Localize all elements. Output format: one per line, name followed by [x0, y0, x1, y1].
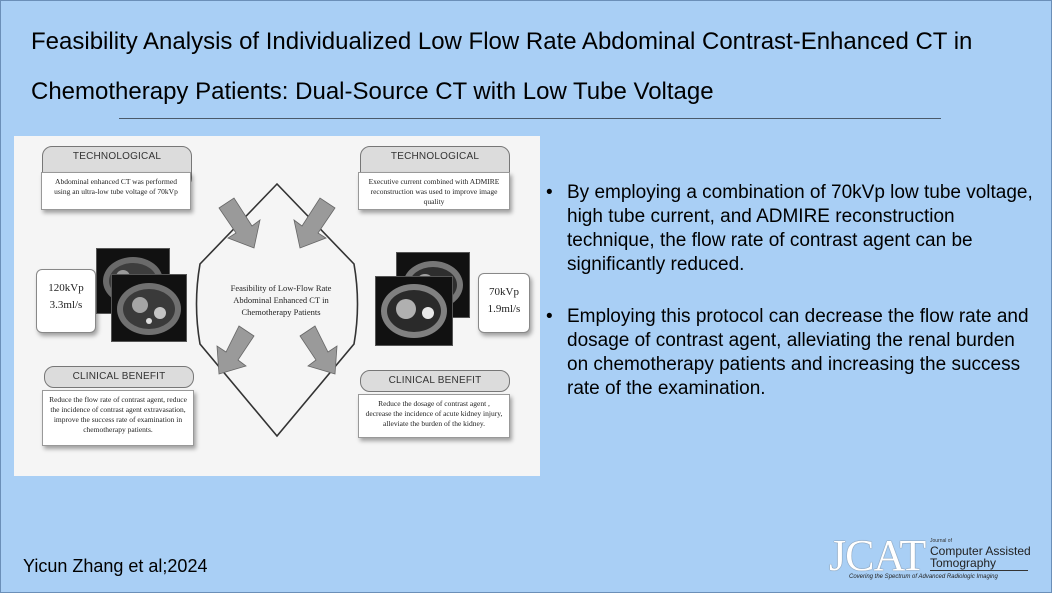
- top-left-body: Abdominal enhanced CT was performed usin…: [41, 172, 191, 210]
- slide-title: Feasibility Analysis of Individualized L…: [31, 28, 973, 105]
- bullet-marker: •: [546, 306, 553, 327]
- logo-underline: [930, 570, 1028, 571]
- arrow-bottom-left: [216, 325, 255, 375]
- title-divider: [119, 118, 941, 119]
- bullet-text: By employing a combination of 70kVp low …: [567, 182, 1033, 275]
- arrow-top-right: [293, 197, 336, 249]
- arrow-bottom-right: [299, 325, 338, 375]
- left-protocol-kvp: 120kVp: [48, 282, 84, 294]
- bottom-left-header: CLINICAL BENEFIT: [44, 366, 194, 388]
- top-right-body: Executive current combined with ADMIRE r…: [358, 172, 510, 210]
- bullet-marker: •: [546, 182, 553, 203]
- bullet-item: • Employing this protocol can decrease t…: [546, 305, 1036, 401]
- logo-journal-name: Computer Assisted Tomography: [930, 545, 1031, 569]
- ct-image-120kvp-front: [111, 274, 187, 342]
- arrow-top-left: [218, 197, 261, 249]
- logo-name-line2: Tomography: [930, 556, 997, 570]
- diamond-outline: [195, 182, 359, 438]
- ct-image-70kvp-front: [375, 276, 453, 346]
- bullet-item: • By employing a combination of 70kVp lo…: [546, 181, 1036, 277]
- logo-name-line1: Computer Assisted: [930, 544, 1031, 558]
- bottom-right-body: Reduce the dosage of contrast agent , de…: [358, 394, 510, 438]
- logo-wordmark: JCAT: [829, 531, 926, 580]
- right-protocol-box: 70kVp 1.9ml/s: [478, 273, 530, 333]
- bottom-left-body: Reduce the flow rate of contrast agent, …: [42, 390, 194, 446]
- logo-tagline: Covering the Spectrum of Advanced Radiol…: [849, 574, 998, 580]
- bullet-list: • By employing a combination of 70kVp lo…: [546, 181, 1036, 429]
- bullet-text: Employing this protocol can decrease the…: [567, 306, 1029, 399]
- left-protocol-box: 120kVp 3.3ml/s: [36, 269, 96, 333]
- author-citation: Yicun Zhang et al;2024: [23, 556, 208, 576]
- flow-diagram: [195, 182, 359, 438]
- right-protocol-kvp: 70kVp: [489, 286, 519, 298]
- logo-journal-of: Journal of: [930, 538, 952, 544]
- center-label: Feasibility of Low-Flow Rate Abdominal E…: [230, 283, 332, 317]
- right-protocol-rate: 1.9ml/s: [487, 303, 521, 315]
- left-protocol-rate: 3.3ml/s: [49, 299, 83, 311]
- jcat-logo: JCAT Journal of Computer Assisted Tomogr…: [829, 534, 1039, 584]
- bottom-right-header: CLINICAL BENEFIT: [360, 370, 510, 392]
- graphical-abstract-figure: TECHNOLOGICAL IMPROVEMENT Abdominal enha…: [14, 136, 540, 476]
